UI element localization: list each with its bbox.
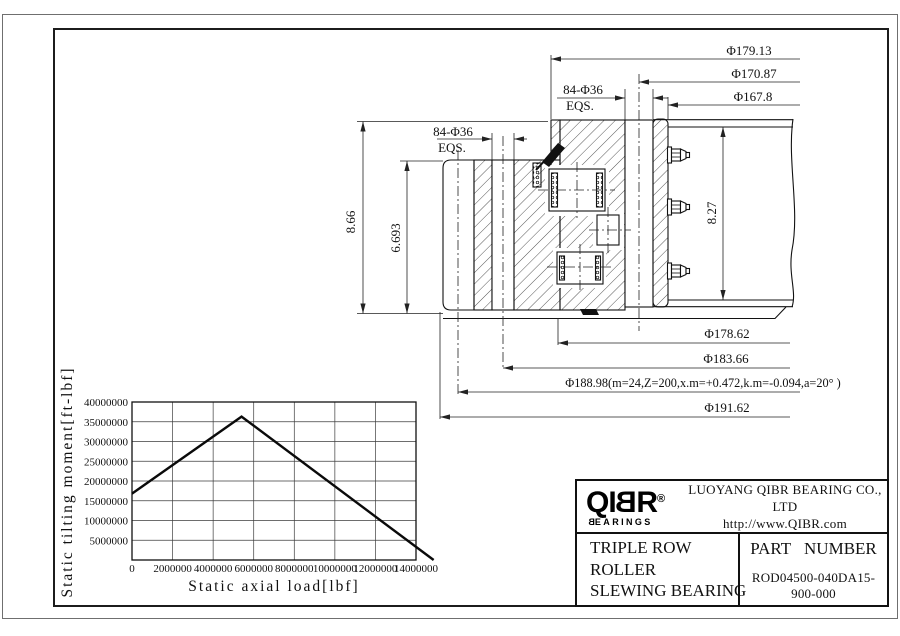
- dim-height-6693: 6.693: [388, 223, 403, 252]
- grease-fitting-middle: [666, 198, 691, 216]
- bottom-roller-cage-right: [594, 255, 602, 281]
- chart-plot-border: [131, 401, 417, 561]
- chart-x-tick-label: 14000000: [394, 563, 439, 575]
- break-line: [790, 118, 796, 308]
- chart-x-tick-label: 0: [129, 563, 135, 575]
- chart-x-tick-label: 6000000: [234, 563, 273, 575]
- chart-x-tick-label: 12000000: [353, 563, 398, 575]
- chart-y-tick-label: 30000000: [84, 437, 129, 449]
- registered-mark-icon: ®: [657, 493, 666, 505]
- product-line-2: ROLLER: [590, 559, 657, 579]
- product-line-1: TRIPLE ROW: [590, 538, 692, 557]
- company-info: LUOYANG QIBR BEARING CO., LTD http://www…: [683, 481, 887, 532]
- chart-x-axis-title: Static axial load[lbf]: [188, 578, 359, 595]
- grease-fitting-bottom: [666, 262, 691, 280]
- dim-bolt-top-count: 84-Φ36: [563, 82, 603, 97]
- chart-y-tick-label: 15000000: [84, 496, 129, 508]
- chart-y-tick-label: 25000000: [84, 456, 129, 468]
- sheet-outer-border: [2, 14, 898, 619]
- centerlines: [457, 74, 640, 394]
- dim-gear-188: Φ188.98(m=24,Z=200,x.m=+0.472,k.m=-0.094…: [565, 376, 840, 390]
- dim-bolt-left-eqs: EQS.: [438, 140, 466, 155]
- company-name: LUOYANG QIBR BEARING CO., LTD: [688, 482, 882, 514]
- gear-rim: [442, 159, 475, 311]
- chart-y-tick-label: 10000000: [84, 516, 129, 528]
- part-number-cell: PART NUMBER ROD04500-040DA15-900-000: [740, 534, 887, 607]
- logo-subtext: BEARINGS: [586, 517, 653, 527]
- dim-bolt-top-eqs: EQS.: [566, 98, 594, 113]
- chart-y-tick-label: 20000000: [84, 476, 129, 488]
- dim-bore-167: Φ167.8: [734, 89, 773, 104]
- chart-capacity-curve: [131, 415, 435, 561]
- chart-x-tick-label: 8000000: [275, 563, 314, 575]
- product-description: TRIPLE ROW ROLLER SLEWING BEARING: [577, 534, 747, 607]
- chart-x-tick-label: 10000000: [313, 563, 358, 575]
- chart-x-tick-label: 4000000: [194, 563, 233, 575]
- chart-y-tick-label: 5000000: [90, 535, 129, 547]
- bottom-seal: [580, 309, 599, 315]
- title-block-header-row: QIBR® BEARINGS LUOYANG QIBR BEARING CO.,…: [577, 481, 887, 534]
- chart-y-tick-label: 35000000: [84, 417, 129, 429]
- chart-y-axis-title: Static tilting moment[ft-lbf]: [59, 366, 76, 597]
- part-number-value: ROD04500-040DA15-900-000: [751, 570, 876, 601]
- chart-y-tick-label: 40000000: [84, 397, 129, 409]
- grease-fitting-top: [666, 146, 691, 164]
- dimension-labels: Φ179.13 Φ170.87 Φ167.8 84-Φ36 EQS. 84-Φ3…: [343, 43, 841, 415]
- outer-clamp-column: [652, 118, 669, 308]
- bearing-parts: [442, 118, 796, 320]
- chart-x-tick-label: 2000000: [153, 563, 192, 575]
- product-line-3: SLEWING BEARING: [590, 581, 747, 600]
- company-website[interactable]: http://www.QIBR.com: [722, 516, 848, 531]
- dim-od-179: Φ179.13: [726, 43, 771, 58]
- dim-bolt-left-count: 84-Φ36: [433, 124, 473, 139]
- dimension-lines: [357, 55, 800, 420]
- bottom-roller-cage-left: [558, 255, 566, 281]
- inner-ring-column: [473, 159, 493, 311]
- part-number-label: PART NUMBER: [750, 539, 877, 558]
- logo-wordmark: QIBR®: [586, 486, 666, 519]
- dim-od-191: Φ191.62: [704, 400, 749, 415]
- company-logo: QIBR® BEARINGS: [577, 481, 683, 532]
- dim-height-866: 8.66: [343, 210, 358, 233]
- title-block: QIBR® BEARINGS LUOYANG QIBR BEARING CO.,…: [575, 479, 889, 607]
- base-surface-line: [443, 306, 787, 320]
- dim-bc-170: Φ170.87: [731, 66, 777, 81]
- dim-178: Φ178.62: [704, 326, 749, 341]
- dim-183: Φ183.66: [703, 351, 749, 366]
- top-seal: [542, 143, 565, 167]
- sheet-inner-border: [53, 28, 889, 607]
- dim-height-827: 8.27: [704, 201, 719, 224]
- title-block-detail-row: TRIPLE ROW ROLLER SLEWING BEARING PART N…: [577, 534, 887, 607]
- top-seal-strip: [532, 162, 542, 188]
